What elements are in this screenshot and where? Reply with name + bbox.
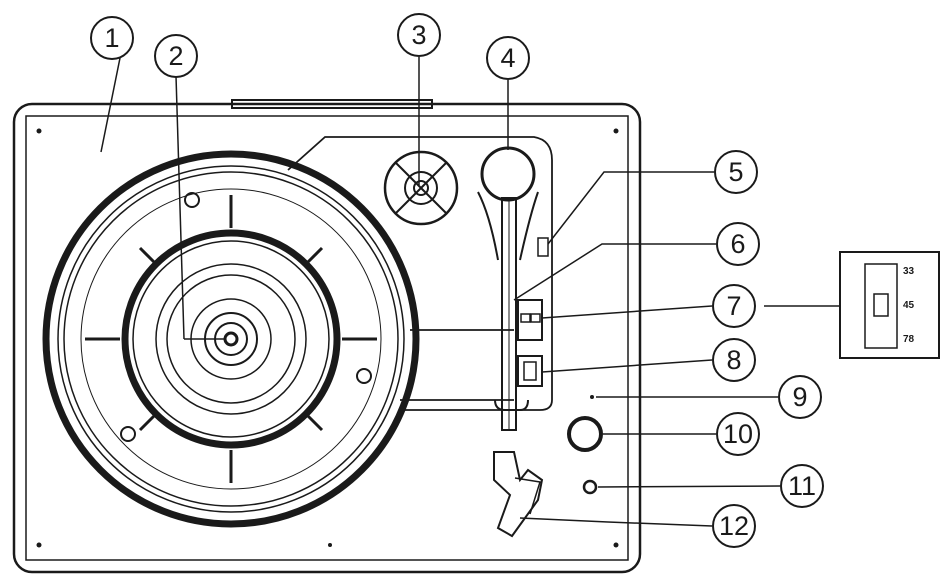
callout-circle bbox=[486, 36, 530, 80]
plinth-screws bbox=[36, 128, 619, 548]
callout-number: 3 bbox=[411, 20, 426, 50]
headphone-jack bbox=[582, 479, 598, 495]
callout-number: 2 bbox=[168, 41, 183, 71]
callout-number: 12 bbox=[719, 511, 749, 541]
spindle-icon bbox=[223, 331, 239, 347]
callout-number: 10 bbox=[723, 419, 753, 449]
callout-number: 6 bbox=[730, 229, 745, 259]
leader-lines bbox=[100, 57, 840, 527]
callout-circle bbox=[712, 504, 756, 548]
speed-slider-track bbox=[864, 263, 898, 349]
callout-circle bbox=[716, 412, 760, 456]
callout-number: 8 bbox=[726, 345, 741, 375]
45-rpm-adaptor bbox=[383, 150, 459, 226]
speed-slider-knob bbox=[873, 293, 889, 317]
leader-line bbox=[597, 485, 781, 488]
plinth-inner bbox=[25, 115, 629, 561]
callouts bbox=[90, 13, 824, 548]
arm-rest bbox=[517, 299, 543, 341]
callout-circle bbox=[780, 464, 824, 508]
screw-icon bbox=[36, 128, 42, 134]
callout-number: 7 bbox=[726, 291, 741, 321]
tonearm bbox=[477, 146, 549, 538]
callout-number: 5 bbox=[728, 157, 743, 187]
screw-icon bbox=[36, 542, 42, 548]
leader-line bbox=[100, 57, 121, 153]
headshell bbox=[493, 451, 544, 538]
platter-ticks bbox=[85, 195, 377, 483]
callout-number: 11 bbox=[788, 471, 816, 501]
leader-line bbox=[541, 305, 713, 319]
leader-line bbox=[541, 359, 713, 373]
callout-number: 1 bbox=[104, 23, 119, 53]
callout-circle bbox=[397, 13, 441, 57]
leader-line bbox=[513, 243, 716, 301]
plinth-outer bbox=[12, 102, 642, 574]
callout-circle bbox=[712, 338, 756, 382]
callout-circle bbox=[716, 222, 760, 266]
screw-icon bbox=[328, 543, 332, 547]
counterweight-icon bbox=[480, 146, 536, 202]
leader-line bbox=[547, 171, 714, 245]
volume-knob bbox=[567, 416, 603, 452]
power-indicator bbox=[590, 395, 594, 399]
leader-line bbox=[175, 75, 185, 340]
screw-icon bbox=[613, 128, 619, 134]
speed-option: 45 bbox=[903, 300, 915, 311]
leader-line bbox=[519, 517, 713, 527]
platter bbox=[42, 150, 420, 528]
callout-number: 9 bbox=[792, 382, 807, 412]
callout-circle bbox=[778, 375, 822, 419]
speed-option: 78 bbox=[903, 334, 915, 345]
callout-numbers: 1 2 3 4 5 6 7 8 9 10 11 12 bbox=[104, 20, 816, 541]
callout-number: 4 bbox=[500, 43, 515, 73]
speed-selector-inset: 33 45 78 bbox=[839, 251, 940, 359]
callout-circle bbox=[154, 34, 198, 78]
callout-circle bbox=[714, 150, 758, 194]
screw-icon bbox=[613, 542, 619, 548]
callout-circle bbox=[90, 16, 134, 60]
auto-stop-switch bbox=[537, 237, 549, 257]
speed-option: 33 bbox=[903, 266, 915, 277]
callout-circle bbox=[712, 284, 756, 328]
cue-lever bbox=[517, 355, 543, 387]
